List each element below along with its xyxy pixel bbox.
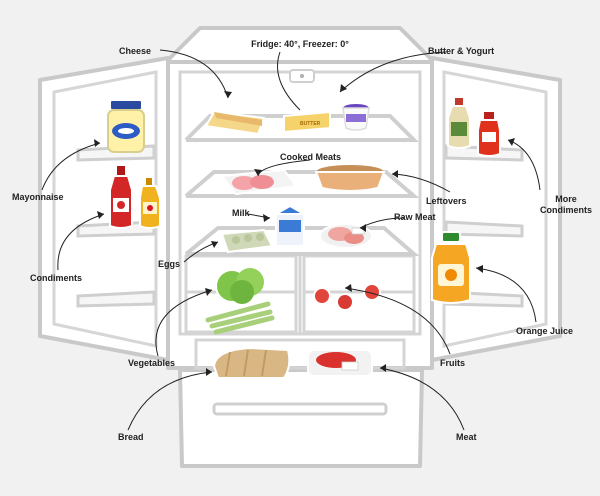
freezer-handle <box>212 402 388 416</box>
mustard-bottle <box>139 178 161 229</box>
leader-fruits <box>344 287 451 355</box>
leader-arrowheads <box>94 84 515 376</box>
leader-orange-juice <box>475 267 537 323</box>
label-more-condiments-line1: More <box>555 194 577 204</box>
raw-meat-package <box>319 223 373 249</box>
label-more-condiments-line2: Condiments <box>539 205 592 215</box>
butter-stick: BUTTER <box>283 110 331 134</box>
label-fruits: Fruits <box>440 358 466 368</box>
ketchup-bottle <box>109 166 133 229</box>
shelf-3 <box>184 226 420 256</box>
right-door-shelf-2 <box>444 220 524 238</box>
frozen-meat-package <box>307 349 373 377</box>
leader-butter <box>277 51 301 111</box>
leader-condiments <box>57 213 105 271</box>
dressing-bottle <box>447 98 471 149</box>
egg-carton <box>220 228 274 254</box>
label-raw-meat: Raw Meat <box>394 212 436 222</box>
leftovers-dish <box>314 165 386 192</box>
label-bread: Bread <box>118 432 144 442</box>
lettuce-head <box>215 268 264 304</box>
label-cooked-meats: Cooked Meats <box>280 152 342 162</box>
mayonnaise-jar <box>107 99 145 153</box>
label-eggs: Eggs <box>158 259 181 269</box>
label-vegetables: Vegetables <box>128 358 176 368</box>
milk-carton <box>272 204 308 247</box>
label-milk: Milk <box>232 208 250 218</box>
cheese-wedge <box>204 110 266 136</box>
label-butter-yogurt: Butter & Yogurt <box>428 46 495 56</box>
apples <box>313 283 381 311</box>
label-leftovers: Leftovers <box>426 196 467 206</box>
cooked-meats-tray <box>220 168 298 196</box>
leader-mayonnaise <box>41 142 101 191</box>
leader-butter-yogurt <box>339 51 447 93</box>
left-door-shelf-3 <box>76 290 156 308</box>
shelf-1 <box>184 114 419 142</box>
leader-meat <box>379 367 465 431</box>
label-mayonnaise: Mayonnaise <box>12 192 64 202</box>
lower-compartment <box>194 338 406 370</box>
leader-bread <box>127 371 213 431</box>
yogurt-cup <box>342 104 370 131</box>
bread-loaf <box>212 346 291 379</box>
shelf-2 <box>184 170 420 198</box>
label-orange-juice: Orange Juice <box>516 326 574 336</box>
orange-juice-jug <box>431 231 471 304</box>
temperature-label: Fridge: 40°, Freezer: 0° <box>251 39 349 49</box>
leader-vegetables <box>155 289 213 357</box>
label-condiments: Condiments <box>30 273 83 283</box>
butter-label: BUTTER <box>300 121 321 127</box>
celery-bunch <box>205 301 275 335</box>
hot-sauce-bottle <box>477 112 501 157</box>
label-cheese: Cheese <box>118 46 152 56</box>
leader-cheese <box>159 49 229 99</box>
label-meat: Meat <box>456 432 477 442</box>
